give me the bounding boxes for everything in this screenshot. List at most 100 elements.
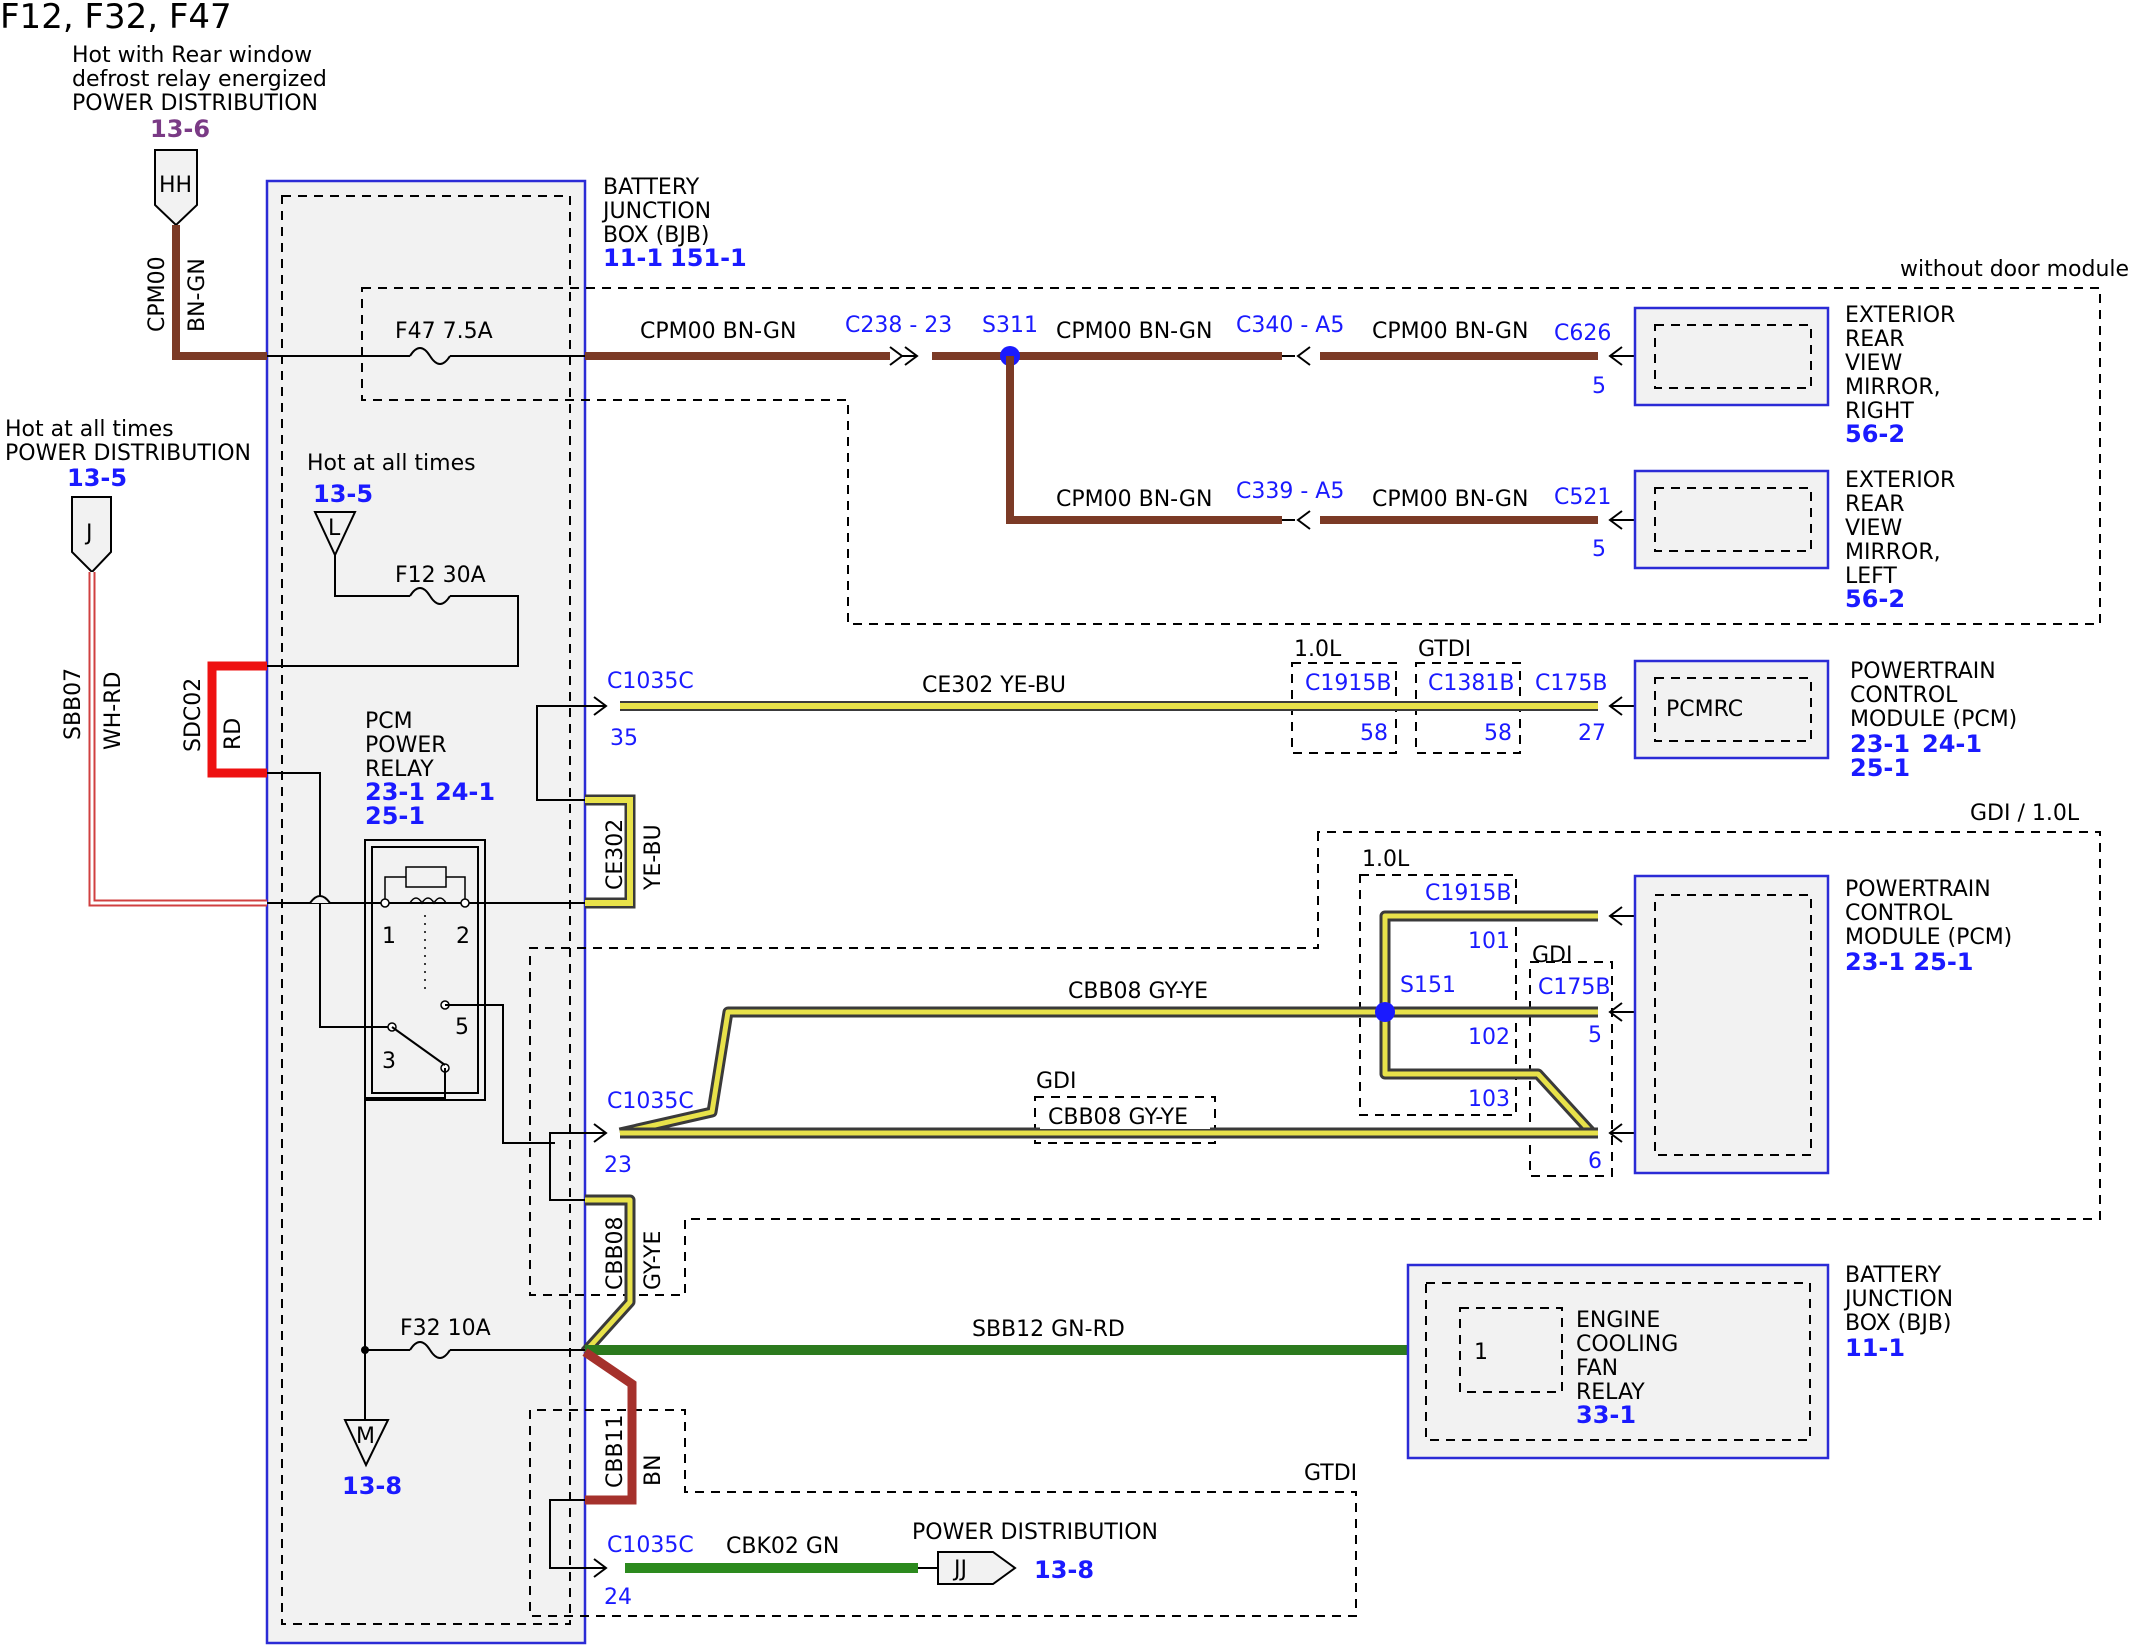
- wire-ce302-label: CE302: [603, 819, 628, 890]
- c1381b-label: C1381B: [1428, 671, 1514, 696]
- s151-splice: [1375, 1002, 1395, 1022]
- wire-cpm00-feed: [172, 225, 267, 360]
- relay-pin2-dot: [460, 898, 470, 908]
- mirror-right-line5: RIGHT: [1845, 399, 1914, 424]
- mirror-right-line2: REAR: [1845, 327, 1905, 352]
- j-page-ref: 13-5: [67, 464, 127, 492]
- fan-relay-line3: FAN: [1576, 1356, 1618, 1381]
- gtdi-region: [529, 1409, 1357, 1617]
- relay-coil-icon: [384, 876, 466, 905]
- bjb-ref2: 151-1: [670, 244, 747, 272]
- c1035c-connector-icon-35: [593, 696, 608, 716]
- cbk02-internal-wire: [549, 1499, 605, 1569]
- hh-desc-line1: Hot with Rear window: [72, 43, 312, 68]
- wire-cbb11: [582, 1348, 637, 1505]
- pcm-module-1-ref2: 24-1: [1922, 730, 1982, 758]
- c175b-label-2: C175B: [1538, 975, 1610, 1000]
- c1035c-label-2: C1035C: [607, 1089, 694, 1114]
- wire-cbb08-vertical: [583, 1197, 633, 1354]
- wire-cpm00-bn-gn-label-5: CPM00 BN-GN: [1372, 487, 1528, 512]
- 10l-option-label: 1.0L: [1362, 847, 1410, 872]
- without-door-region: [361, 287, 2101, 625]
- c1035c-label-3: C1035C: [607, 1533, 694, 1558]
- wire-cpm00-bn-gn-label-4: CPM00 BN-GN: [1056, 487, 1212, 512]
- f47-label: F47 7.5A: [395, 319, 493, 344]
- mirror-right-line3: VIEW: [1845, 351, 1902, 376]
- mirror-left-module-inner: [1654, 487, 1812, 552]
- s311-label: S311: [982, 313, 1038, 338]
- l-page-ref: 13-5: [313, 480, 373, 508]
- pcm-module-2: [1633, 874, 1830, 1175]
- jj-connector-icon: [937, 1551, 1017, 1585]
- jj-desc: POWER DISTRIBUTION: [912, 1520, 1158, 1545]
- f12-fuse-icon: [409, 587, 451, 605]
- pcm-module-1-inner-label: PCMRC: [1666, 697, 1743, 722]
- relay-label-line1: PCM: [365, 709, 413, 734]
- wire-cpm00-bn-gn-label-2: CPM00 BN-GN: [1056, 319, 1212, 344]
- c339-connector-icon: [1282, 510, 1311, 530]
- cbb08-internal-wire: [549, 1132, 605, 1201]
- jj-page-ref: 13-8: [1034, 1556, 1094, 1584]
- pcm-module-2-line2: CONTROL: [1845, 901, 1953, 926]
- wire-cbb08-gy-ye-label-lower: CBB08 GY-YE: [1048, 1105, 1188, 1130]
- relay-pin3: 3: [382, 1049, 396, 1074]
- c1035c-pin24: 24: [604, 1585, 632, 1610]
- ce302-internal-wire: [536, 705, 605, 801]
- wire-cbb08-group: [580, 910, 1598, 1356]
- hh-connector-label: HH: [159, 173, 192, 198]
- m-page-ref: 13-8: [342, 1472, 402, 1500]
- wire-cbb08-upper: [619, 1009, 1598, 1136]
- relay-com-wire: [364, 1068, 446, 1350]
- relay-outer-box: [364, 839, 486, 1101]
- wire-ye-bu-label: YE-BU: [641, 824, 666, 891]
- wire-bn-label: BN: [641, 1454, 666, 1486]
- mirror-right-module-inner: [1654, 324, 1812, 389]
- bjb2-module-inner: [1425, 1282, 1811, 1441]
- c1915b-pin101: 101: [1468, 929, 1510, 954]
- c1915b-label-1: C1915B: [1305, 671, 1391, 696]
- bjb-label-line3: BOX (BJB): [603, 223, 710, 248]
- wire-sdc02: [207, 661, 267, 778]
- c1915b-pin102: 102: [1468, 1025, 1510, 1050]
- hh-desc-line2: defrost relay energized: [72, 67, 327, 92]
- c1915b-label-2: C1915B: [1425, 881, 1511, 906]
- f32-label: F32 10A: [400, 1316, 491, 1341]
- wire-bn-gn-vertical-label: BN-GN: [185, 258, 210, 332]
- pcm-module-2-line3: MODULE (PCM): [1845, 925, 2012, 950]
- relay-ref2: 24-1: [435, 778, 495, 806]
- f12-label: F12 30A: [395, 563, 486, 588]
- pcm-module-2-ref: 23-1 25-1: [1845, 948, 1973, 976]
- j-connector-icon: [71, 496, 112, 574]
- wire-sbb07-label: SBB07: [61, 668, 86, 740]
- pcm-module-1-line2: CONTROL: [1850, 683, 1958, 708]
- c238-connector-icon: [889, 346, 919, 366]
- mirror-left-line5: LEFT: [1845, 564, 1897, 589]
- c1035c-connector-icon-23: [593, 1123, 608, 1143]
- bjb2-line2: JUNCTION: [1843, 1287, 1953, 1312]
- c626-label: C626: [1554, 321, 1611, 346]
- bjb2-ref: 11-1: [1845, 1334, 1905, 1362]
- pcm-module-1-ref1: 23-1: [1850, 730, 1910, 758]
- wire-ce302-ye-bu-label: CE302 YE-BU: [922, 673, 1066, 698]
- c1915b-pin-1: 58: [1360, 721, 1388, 746]
- gdi-option-label-lower: GDI: [1036, 1069, 1076, 1094]
- fan-relay-box: [1459, 1307, 1563, 1393]
- c340-connector-icon: [1282, 346, 1311, 366]
- f32-fuse-icon: [409, 1341, 451, 1359]
- c339-label: C339 - A5: [1236, 479, 1344, 504]
- c1381b-pin: 58: [1484, 721, 1512, 746]
- mirror-right-line4: MIRROR,: [1845, 375, 1941, 400]
- l-connector-icon: [313, 511, 357, 558]
- m-connector-icon: [343, 1419, 390, 1468]
- relay-label-line3: RELAY: [365, 757, 434, 782]
- relay-pin1: 1: [382, 924, 396, 949]
- mirror-right-line1: EXTERIOR: [1845, 303, 1955, 328]
- f47-fuse-icon: [409, 347, 451, 365]
- relay-label-line2: POWER: [365, 733, 447, 758]
- pcm-module-1-line1: POWERTRAIN: [1850, 659, 1996, 684]
- relay-pin5-wire: [445, 1004, 555, 1144]
- l-connector-label: L: [328, 516, 341, 541]
- mirror-left-line4: MIRROR,: [1845, 540, 1941, 565]
- c1035c-label-1: C1035C: [607, 669, 694, 694]
- fan-relay-pin: 1: [1474, 1340, 1488, 1365]
